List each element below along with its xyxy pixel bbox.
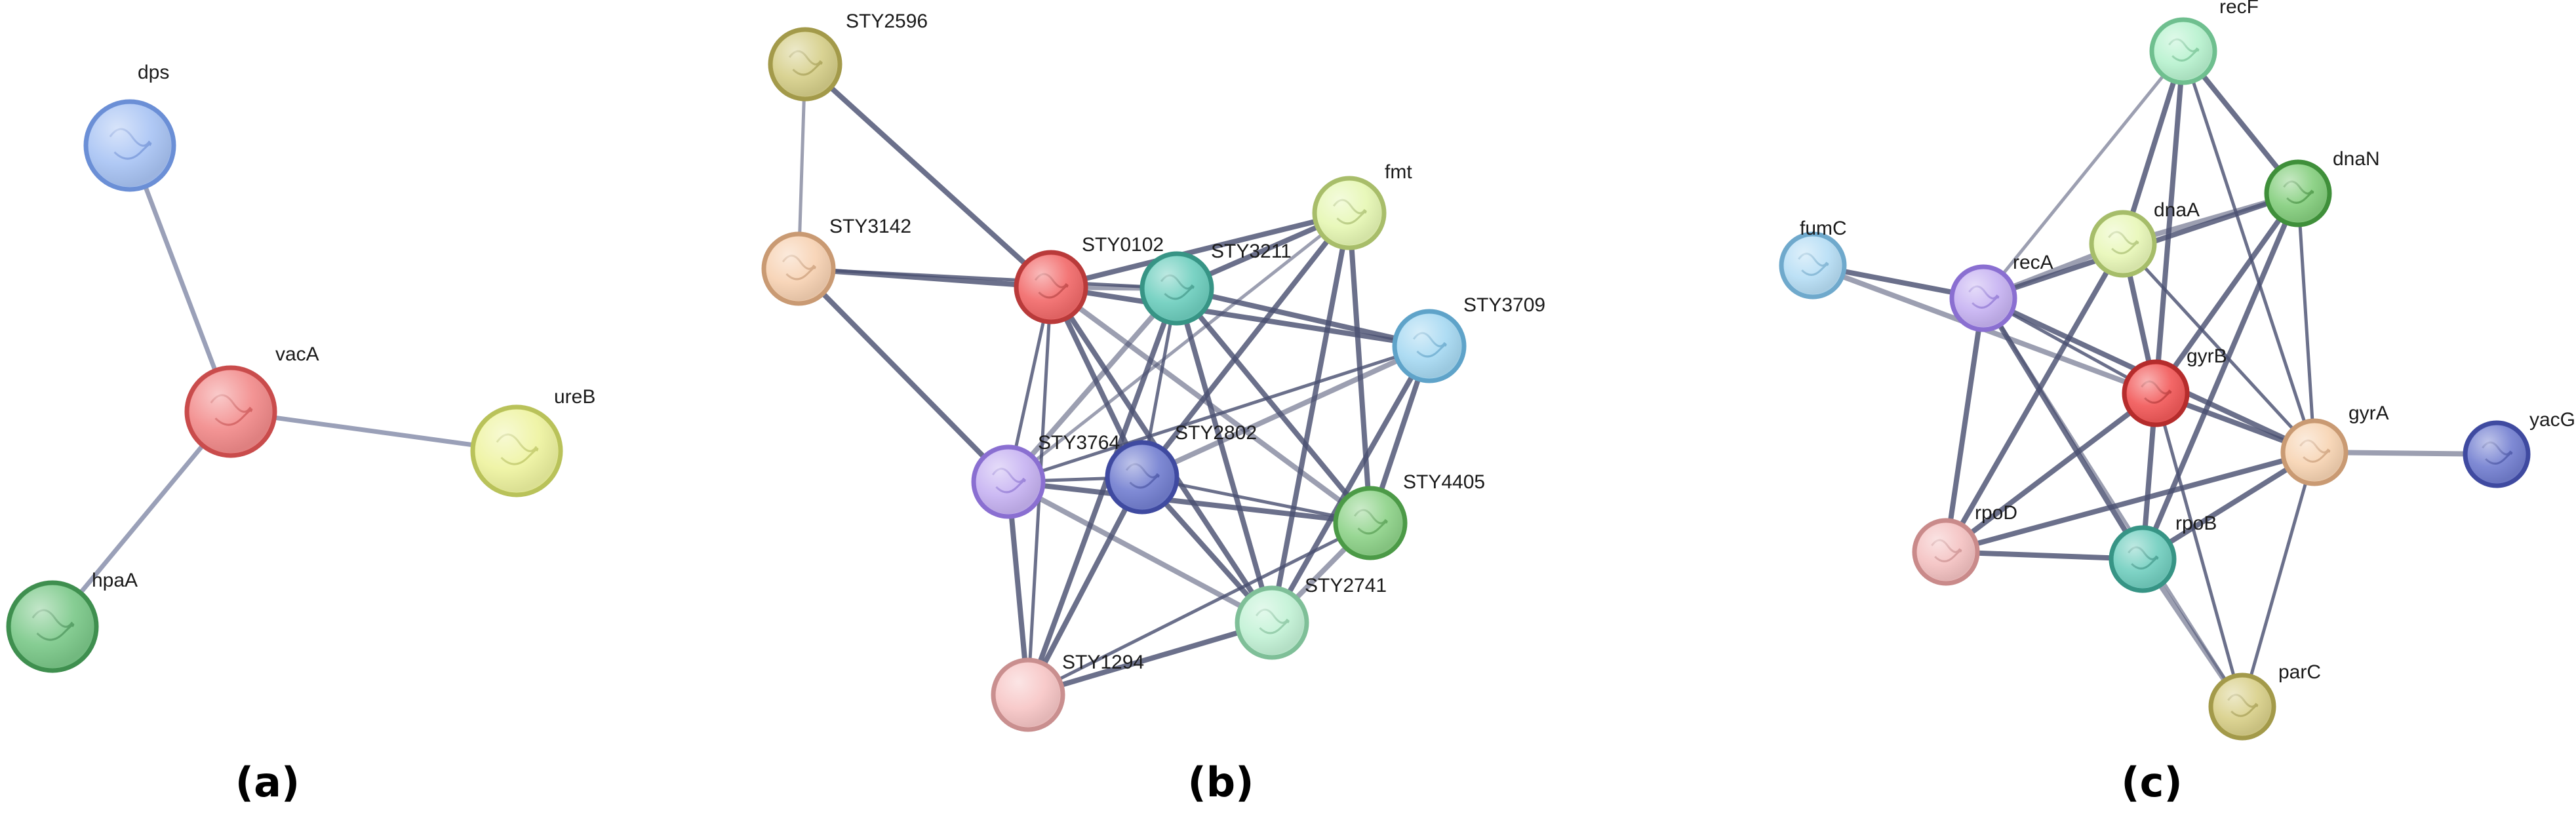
edge-STY3142-STY3764 xyxy=(796,266,1011,484)
node-label-STY2596: STY2596 xyxy=(846,10,928,32)
edge-vacA-ureB xyxy=(228,409,519,454)
node-STY1294[interactable] xyxy=(991,657,1065,732)
edge-fmt-STY2741 xyxy=(1269,210,1352,625)
node-label-fmt: fmt xyxy=(1385,161,1412,183)
node-label-parC: parC xyxy=(2278,661,2321,683)
node-dnaA[interactable] xyxy=(2089,210,2157,278)
edge-STY3211-STY2741 xyxy=(1174,286,1275,625)
edge-gyrA-parC xyxy=(2240,450,2316,709)
node-label-fumC: fumC xyxy=(1800,218,1847,239)
edge-recF-gyrB xyxy=(2153,49,2186,396)
node-recF[interactable] xyxy=(2149,17,2217,85)
edge-STY0102-fmt xyxy=(1048,210,1352,290)
node-label-rpoD: rpoD xyxy=(1975,502,2017,524)
node-label-dnaA: dnaA xyxy=(2154,199,2200,221)
node-STY3142[interactable] xyxy=(761,231,836,306)
edge-dnaA-gyrA xyxy=(2121,242,2316,454)
edge-recA-rpoD xyxy=(1943,296,1986,555)
node-label-ureB: ureB xyxy=(554,386,595,408)
node-label-hpaA: hpaA xyxy=(92,570,138,591)
edge-STY3211-STY3709 xyxy=(1174,286,1432,349)
node-STY2741[interactable] xyxy=(1235,585,1309,660)
node-vacA[interactable] xyxy=(184,365,277,458)
edge-STY3211-STY4405 xyxy=(1174,286,1373,526)
node-gyrB[interactable] xyxy=(2122,359,2190,427)
edge-STY3709-STY2802 xyxy=(1139,343,1432,480)
edge-vacA-hpaA xyxy=(50,409,233,629)
node-label-recF: recF xyxy=(2219,0,2259,18)
node-STY0102[interactable] xyxy=(1014,250,1088,324)
panel-label-b: (b) xyxy=(1187,758,1254,806)
edge-fmt-STY2802 xyxy=(1139,210,1352,480)
node-label-dnaN: dnaN xyxy=(2333,148,2380,170)
edge-STY3709-STY3764 xyxy=(1006,344,1431,484)
node-rpoB[interactable] xyxy=(2109,525,2177,593)
node-label-STY3764: STY3764 xyxy=(1038,432,1120,454)
node-label-STY3142: STY3142 xyxy=(829,216,911,237)
edge-STY3764-STY2741 xyxy=(1006,479,1275,625)
edge-STY3211-STY3764 xyxy=(1006,286,1179,484)
node-hpaA[interactable] xyxy=(6,580,99,673)
edge-STY3709-STY2741 xyxy=(1269,343,1432,625)
edge-STY3764-STY4405 xyxy=(1006,479,1373,526)
node-STY2596[interactable] xyxy=(768,27,842,102)
edge-dnaN-rpoB xyxy=(2140,191,2301,562)
node-label-STY3709: STY3709 xyxy=(1463,294,1545,316)
node-label-dps: dps xyxy=(138,62,169,83)
edge-STY2596-STY0102 xyxy=(803,62,1054,290)
node-label-STY2802: STY2802 xyxy=(1175,422,1257,444)
edge-gyrA-rpoD xyxy=(1943,450,2317,555)
edge-recF-gyrA xyxy=(2181,49,2316,454)
node-label-vacA: vacA xyxy=(275,343,319,365)
node-yacG[interactable] xyxy=(2463,420,2531,488)
node-gyrA[interactable] xyxy=(2280,418,2348,486)
edge-dps-vacA xyxy=(127,143,233,414)
node-rpoD[interactable] xyxy=(1912,518,1980,586)
node-STY3211[interactable] xyxy=(1139,251,1214,326)
edge-dnaA-rpoD xyxy=(1943,241,2126,555)
edge-STY2802-STY1294 xyxy=(1025,475,1145,697)
node-label-gyrA: gyrA xyxy=(2348,402,2389,424)
panel-label-c: (c) xyxy=(2121,758,2182,806)
panel-label-a: (a) xyxy=(235,758,300,806)
node-dnaN[interactable] xyxy=(2264,159,2332,227)
edge-fmt-STY3764 xyxy=(1006,211,1351,484)
node-label-gyrB: gyrB xyxy=(2187,345,2227,367)
edge-dnaN-gyrB xyxy=(2153,191,2301,396)
network-panel-a: dps vacA ureB hpaA (a) xyxy=(6,62,595,806)
node-ureB[interactable] xyxy=(470,404,563,497)
node-STY4405[interactable] xyxy=(1333,486,1408,560)
node-label-yacG: yacG xyxy=(2529,409,2575,431)
edge-STY0102-STY3709 xyxy=(1048,284,1432,349)
node-parC[interactable] xyxy=(2208,672,2276,741)
node-label-STY1294: STY1294 xyxy=(1062,652,1144,673)
edge-STY2802-STY4405 xyxy=(1140,475,1372,525)
edge-STY2741-STY1294 xyxy=(1025,620,1275,697)
node-STY3764[interactable] xyxy=(971,444,1046,519)
edge-dnaN-gyrA xyxy=(2296,191,2316,454)
node-fmt[interactable] xyxy=(1312,176,1387,250)
node-fumC[interactable] xyxy=(1779,231,1847,300)
node-label-STY2741: STY2741 xyxy=(1305,575,1387,596)
edge-gyrB-parC xyxy=(2154,391,2244,709)
edge-gyrB-rpoD xyxy=(1943,391,2158,555)
node-STY2802[interactable] xyxy=(1105,440,1179,515)
node-label-STY4405: STY4405 xyxy=(1403,471,1485,493)
node-STY3709[interactable] xyxy=(1392,309,1467,383)
edge-STY4405-STY1294 xyxy=(1026,521,1372,697)
node-label-rpoB: rpoB xyxy=(2175,513,2217,534)
network-panel-c: recF dnaN dnaA fumC recA gyrB gyrA yacG rpoD rpoB… xyxy=(1779,0,2575,806)
node-recA[interactable] xyxy=(1949,264,2017,332)
node-dps[interactable] xyxy=(83,99,176,192)
node-label-STY0102: STY0102 xyxy=(1082,234,1164,256)
node-label-recA: recA xyxy=(2013,252,2053,273)
edge-recF-recA xyxy=(1981,49,2185,300)
node-label-STY3211: STY3211 xyxy=(1211,241,1292,262)
